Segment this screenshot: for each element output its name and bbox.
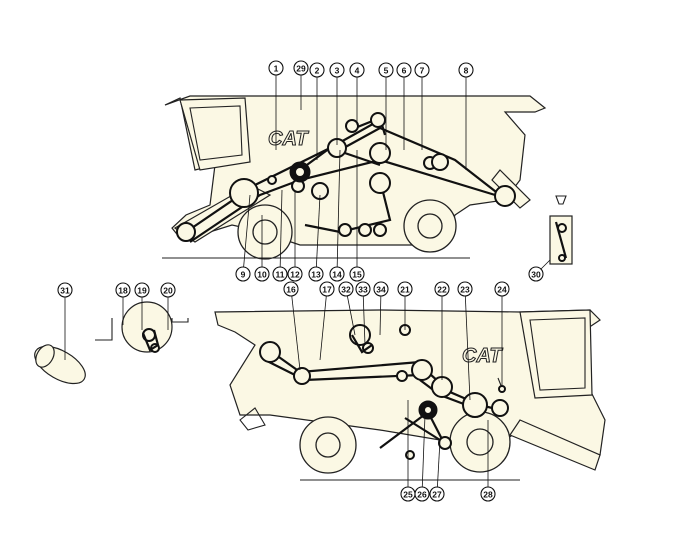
cat-logo-bottom: CAT [462,345,503,367]
callout-25: 25 [400,486,416,502]
callout-leader [315,194,321,275]
callout-label: 6 [402,66,407,76]
callout-leader [345,288,356,336]
callout-label: 10 [257,270,267,280]
callout-label: 17 [322,285,332,295]
callout-6: 6 [396,62,412,78]
inset-30 [549,195,573,265]
callout-leader [421,414,426,495]
callout-16: 16 [283,281,299,297]
callout-label: 20 [163,286,173,296]
callout-10: 10 [254,266,270,282]
callout-label: 9 [241,270,246,280]
callout-leader [279,189,283,275]
callout-leader [379,288,382,336]
callout-leader [464,288,471,401]
callout-leader [436,439,441,495]
callout-label: 33 [358,285,368,295]
callout-9: 9 [235,266,251,282]
callout-leader [319,288,328,361]
callout-19: 19 [134,282,150,298]
callout-label: 16 [286,285,296,295]
callout-label: 27 [432,490,442,500]
callout-33: 33 [355,281,371,297]
callout-label: 13 [311,270,321,280]
callout-26: 26 [414,486,430,502]
callout-17: 17 [319,281,335,297]
callout-15: 15 [349,266,365,282]
callout-label: 24 [497,285,507,295]
callout-label: 30 [531,270,541,280]
rear-wheel [403,199,457,253]
callout-label: 2 [315,66,320,76]
callout-12: 12 [287,266,303,282]
callout-34: 34 [373,281,389,297]
callout-23: 23 [457,281,473,297]
callout-label: 1 [274,64,279,74]
callout-label: 25 [403,490,413,500]
callout-label: 29 [296,64,306,74]
callout-label: 31 [60,286,70,296]
callout-8: 8 [458,62,474,78]
callout-label: 11 [276,270,285,280]
callout-1: 1 [268,60,284,76]
callout-label: 26 [417,490,427,500]
callout-4: 4 [349,62,365,78]
callout-label: 19 [137,286,147,296]
callout-label: 18 [118,286,128,296]
callout-3: 3 [329,62,345,78]
callout-label: 3 [335,66,340,76]
callout-11: 11 [272,266,288,282]
front-wheel-bottom [449,411,511,473]
callout-label: 15 [352,270,362,280]
callout-label: 4 [355,66,360,76]
callout-leader [336,149,341,275]
callout-leader [242,194,251,275]
callout-2: 2 [309,62,325,78]
callout-14: 14 [329,266,345,282]
callout-31: 31 [57,282,73,298]
callout-5: 5 [378,62,394,78]
callout-label: 12 [290,270,300,280]
cat-logo-top: CAT [268,128,309,150]
callout-20: 20 [160,282,176,298]
callout-28: 28 [480,486,496,502]
callout-22: 22 [434,281,450,297]
front-wheel [237,204,293,260]
belt-roll-31 [34,344,86,385]
combine-top-view: CAT [162,95,547,260]
callout-label: 8 [464,66,469,76]
detail-18-20 [95,301,189,353]
callout-label: 23 [460,285,470,295]
callout-label: 34 [376,285,386,295]
cab [179,97,251,171]
callout-32: 32 [338,281,354,297]
rear-wheel-bottom [299,416,357,474]
combine-bottom-view: CAT [214,309,606,481]
callout-leader [290,288,301,371]
callout-30: 30 [528,266,544,282]
callout-13: 13 [308,266,324,282]
callout-leader [362,288,366,346]
callout-label: 7 [420,66,425,76]
callout-label: 21 [400,285,410,295]
callout-label: 5 [384,66,389,76]
callout-label: 14 [332,270,342,280]
callout-29: 29 [293,60,309,76]
callout-24: 24 [494,281,510,297]
callout-18: 18 [115,282,131,298]
callout-27: 27 [429,486,445,502]
callout-label: 32 [341,285,351,295]
callout-7: 7 [414,62,430,78]
callout-21: 21 [397,281,413,297]
callout-label: 28 [483,490,493,500]
callout-label: 22 [437,285,447,295]
